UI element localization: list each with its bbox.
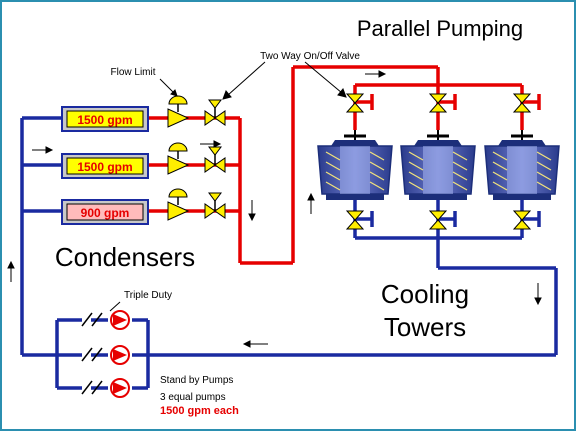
pumps: [81, 310, 130, 398]
flow-limit-valves: [167, 95, 190, 221]
two-way-valve-icon: [204, 192, 226, 219]
two-way-valve-label: Two Way On/Off Valve: [260, 51, 360, 62]
pump-icon: [81, 378, 130, 398]
tower-inlet-valve-icon: [428, 93, 448, 113]
tower-inlet-valve-icon: [345, 93, 365, 113]
condenser-1: 1500 gpm: [61, 106, 149, 132]
standby-pumps-label: Stand by Pumps: [160, 375, 233, 386]
towers-label: Towers: [384, 312, 466, 342]
flow-limit-valve-icon: [167, 95, 190, 128]
cooling-label: Cooling: [381, 279, 469, 309]
condensers-label: Condensers: [55, 242, 195, 272]
arrow-down-icon: [534, 283, 542, 306]
triple-duty-label: Triple Duty: [124, 290, 172, 301]
tower-outlet-valve-icon: [345, 210, 365, 230]
condenser-2: 1500 gpm: [61, 153, 149, 179]
gpm-each-label: 1500 gpm each: [160, 405, 239, 417]
condenser-3: 900 gpm: [61, 199, 149, 225]
callout-leaders: [109, 61, 347, 312]
tower-valves: [345, 93, 532, 230]
pump-icon: [81, 310, 130, 330]
pump-icon: [81, 345, 130, 365]
arrow-down-icon: [248, 200, 256, 222]
diagram-title: Parallel Pumping: [357, 16, 523, 41]
flow-limit-valve-icon: [167, 188, 190, 221]
tower-outlet-valve-icon: [512, 210, 532, 230]
cooling-tower-icon: [400, 130, 476, 200]
arrow-up-icon: [307, 192, 315, 214]
two-way-valves-condenser: [204, 99, 226, 219]
arrow-left-icon: [242, 340, 268, 348]
arrow-right-icon: [200, 140, 222, 148]
bottom-valve-stubs: [355, 211, 541, 227]
condenser-1-flow: 1500 gpm: [77, 113, 132, 127]
cooling-tower-icon: [317, 130, 393, 200]
arrow-right-icon: [32, 146, 54, 154]
cooling-towers: [317, 130, 560, 200]
cooling-tower-icon: [484, 130, 560, 200]
flow-limit-valve-icon: [167, 142, 190, 175]
flow-limit-label: Flow Limit: [110, 67, 155, 78]
two-way-valve-icon: [204, 99, 226, 126]
flow-arrows: [7, 70, 542, 348]
arrow-right-icon: [365, 70, 387, 78]
condenser-3-flow: 900 gpm: [81, 206, 130, 220]
arrow-up-icon: [7, 260, 15, 282]
tower-outlet-valve-icon: [428, 210, 448, 230]
condenser-2-flow: 1500 gpm: [77, 160, 132, 174]
two-way-valve-icon: [204, 146, 226, 173]
return-piping: [20, 116, 558, 390]
equal-pumps-label: 3 equal pumps: [160, 392, 226, 403]
tower-inlet-valve-icon: [512, 93, 532, 113]
